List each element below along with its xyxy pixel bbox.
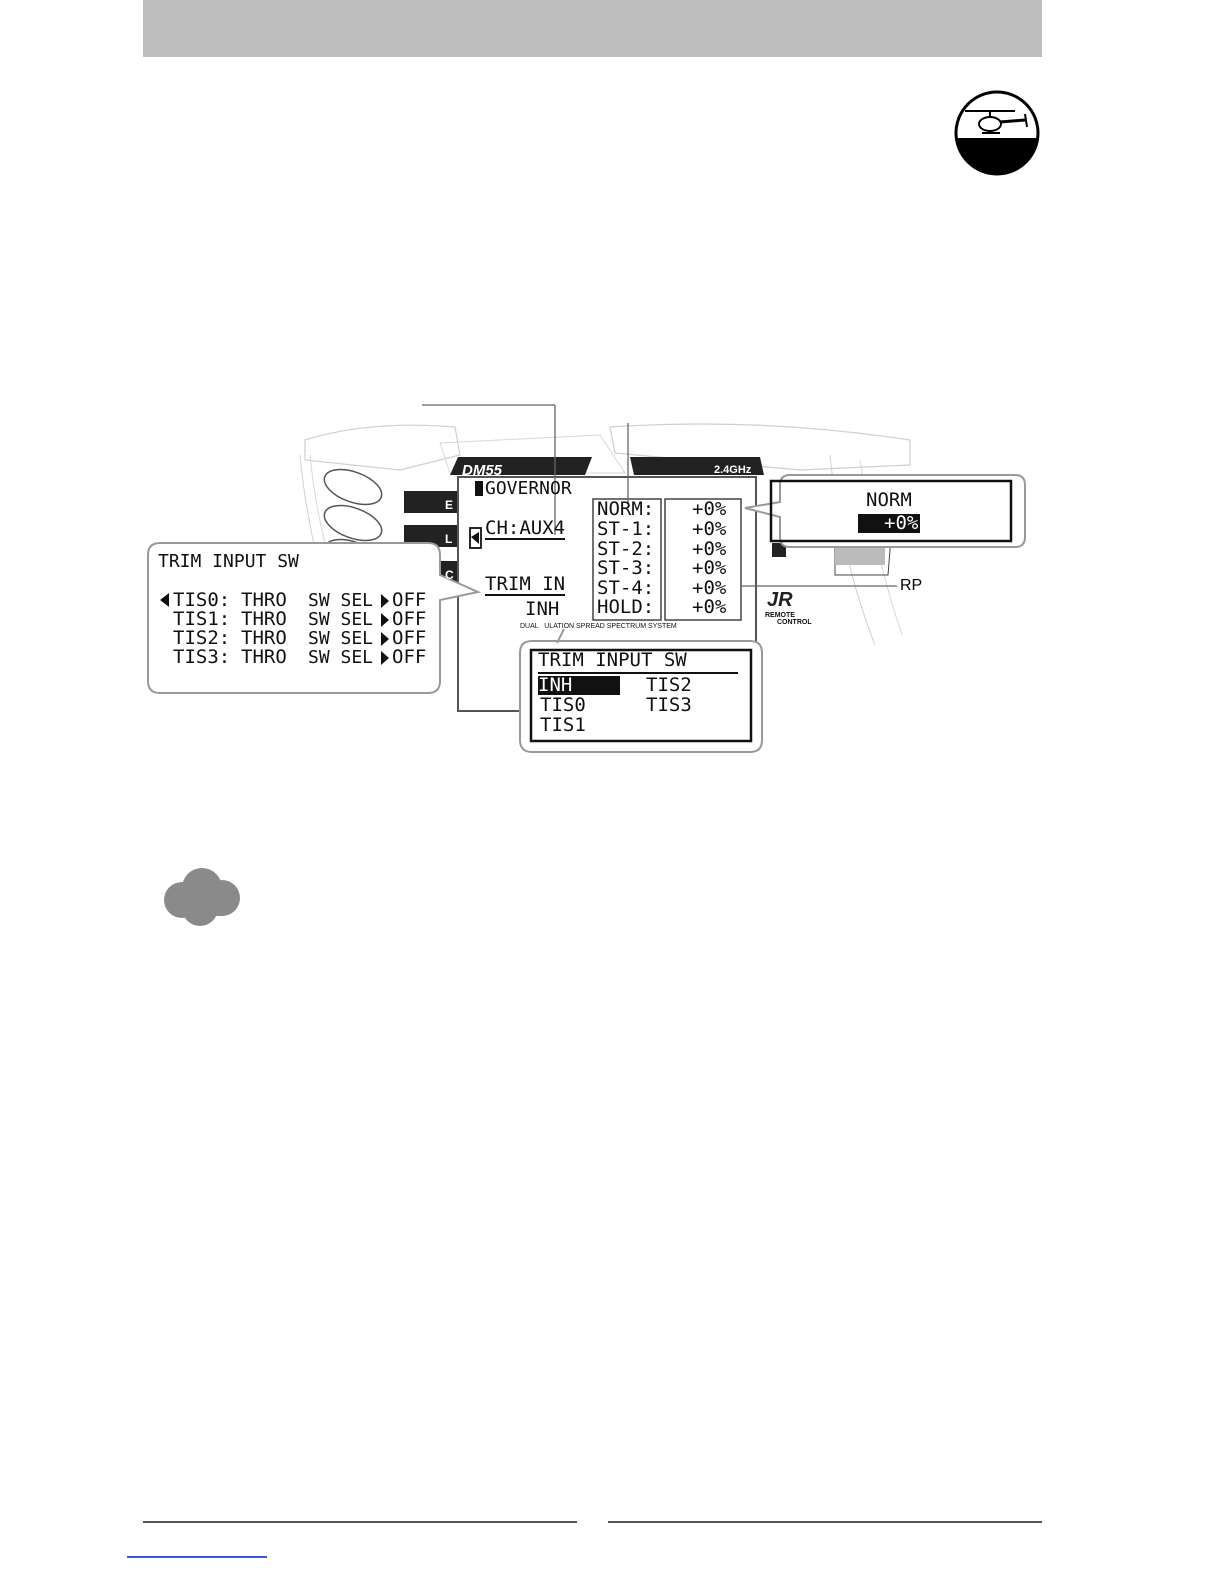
st4-row-label: ST-4: bbox=[597, 577, 655, 599]
hold-row-value[interactable]: +0% bbox=[692, 596, 727, 618]
transmitter-outline bbox=[147, 404, 1026, 753]
trim-in-label: TRIM IN bbox=[485, 573, 566, 596]
tis0-state[interactable]: OFF bbox=[392, 589, 427, 611]
governor-channel[interactable]: CH:AUX4 bbox=[485, 517, 566, 540]
footer-rule-right bbox=[608, 1521, 1042, 1523]
st3-row-value[interactable]: +0% bbox=[692, 557, 727, 579]
tis3-state[interactable]: OFF bbox=[392, 646, 427, 668]
tis3-name: TIS3: bbox=[173, 646, 231, 668]
st2-row-value[interactable]: +0% bbox=[692, 538, 727, 560]
tis1-source[interactable]: THRO bbox=[241, 608, 287, 630]
tis2-name: TIS2: bbox=[173, 627, 231, 649]
option-inh[interactable]: INH bbox=[538, 676, 621, 695]
trim-in-value[interactable]: INH bbox=[525, 598, 560, 620]
tis3-switch[interactable]: SW SEL bbox=[308, 647, 374, 668]
governor-title: GOVERNOR bbox=[485, 478, 572, 499]
triangle-right-icon bbox=[381, 594, 389, 665]
hold-row-label: HOLD: bbox=[597, 596, 655, 618]
header-bar bbox=[143, 0, 1042, 57]
e-key[interactable] bbox=[404, 491, 458, 513]
norm-popup-frame bbox=[769, 479, 1013, 543]
tis1-name: TIS1: bbox=[173, 608, 231, 630]
helicopter-icon bbox=[954, 90, 1040, 176]
trim-input-popup-bubble bbox=[147, 542, 482, 694]
footer-rule-left bbox=[143, 1521, 577, 1523]
cloud-note-icon bbox=[164, 868, 240, 926]
tis0-switch[interactable]: SW SEL bbox=[308, 590, 374, 611]
rp-callout-label: RP bbox=[900, 577, 923, 594]
tis3-source[interactable]: THRO bbox=[241, 646, 287, 668]
side-key-l-label: L bbox=[445, 532, 453, 546]
logo-sub-remote: REMOTE bbox=[765, 612, 795, 619]
option-tis1[interactable]: TIS1 bbox=[540, 714, 586, 736]
trim-select-title: TRIM INPUT SW bbox=[538, 649, 687, 671]
st1-row-value[interactable]: +0% bbox=[692, 518, 727, 540]
tis2-state[interactable]: OFF bbox=[392, 627, 427, 649]
tis1-switch[interactable]: SW SEL bbox=[308, 609, 374, 630]
norm-popup-value[interactable]: +0% bbox=[858, 514, 921, 533]
option-tis0[interactable]: TIS0 bbox=[540, 694, 586, 716]
option-tis2[interactable]: TIS2 bbox=[646, 674, 692, 696]
tis2-source[interactable]: THRO bbox=[241, 627, 287, 649]
st1-row-label: ST-1: bbox=[597, 518, 655, 540]
logo-sub-control: CONTROL bbox=[777, 619, 812, 626]
st3-row-label: ST-3: bbox=[597, 557, 655, 579]
footer-link-underline[interactable] bbox=[127, 1556, 267, 1558]
tis0-name: TIS0: bbox=[173, 589, 231, 611]
tis1-state[interactable]: OFF bbox=[392, 608, 427, 630]
tis0-source[interactable]: THRO bbox=[241, 589, 287, 611]
norm-row-label: NORM: bbox=[597, 498, 655, 520]
transmitter-figure: DM55 2.4GHz E L C DUAL ULATION SPREAD SP… bbox=[140, 395, 1040, 765]
side-key-c-label: C bbox=[445, 568, 454, 582]
dsss-banner: DUAL ULATION SPREAD SPECTRUM SYSTEM bbox=[520, 623, 677, 630]
norm-popup-title: NORM bbox=[866, 489, 912, 511]
side-key-e-label: E bbox=[445, 498, 454, 512]
brand-left: DM55 bbox=[462, 462, 503, 479]
jr-logo: JR bbox=[767, 589, 793, 611]
tis2-switch[interactable]: SW SEL bbox=[308, 628, 374, 649]
st2-row-label: ST-2: bbox=[597, 538, 655, 560]
norm-row-value[interactable]: +0% bbox=[692, 498, 727, 520]
trim-input-popup-title: TRIM INPUT SW bbox=[158, 551, 299, 572]
option-tis3[interactable]: TIS3 bbox=[646, 694, 692, 716]
brand-right: 2.4GHz bbox=[714, 464, 752, 476]
st4-row-value[interactable]: +0% bbox=[692, 577, 727, 599]
l-key[interactable] bbox=[404, 525, 458, 547]
